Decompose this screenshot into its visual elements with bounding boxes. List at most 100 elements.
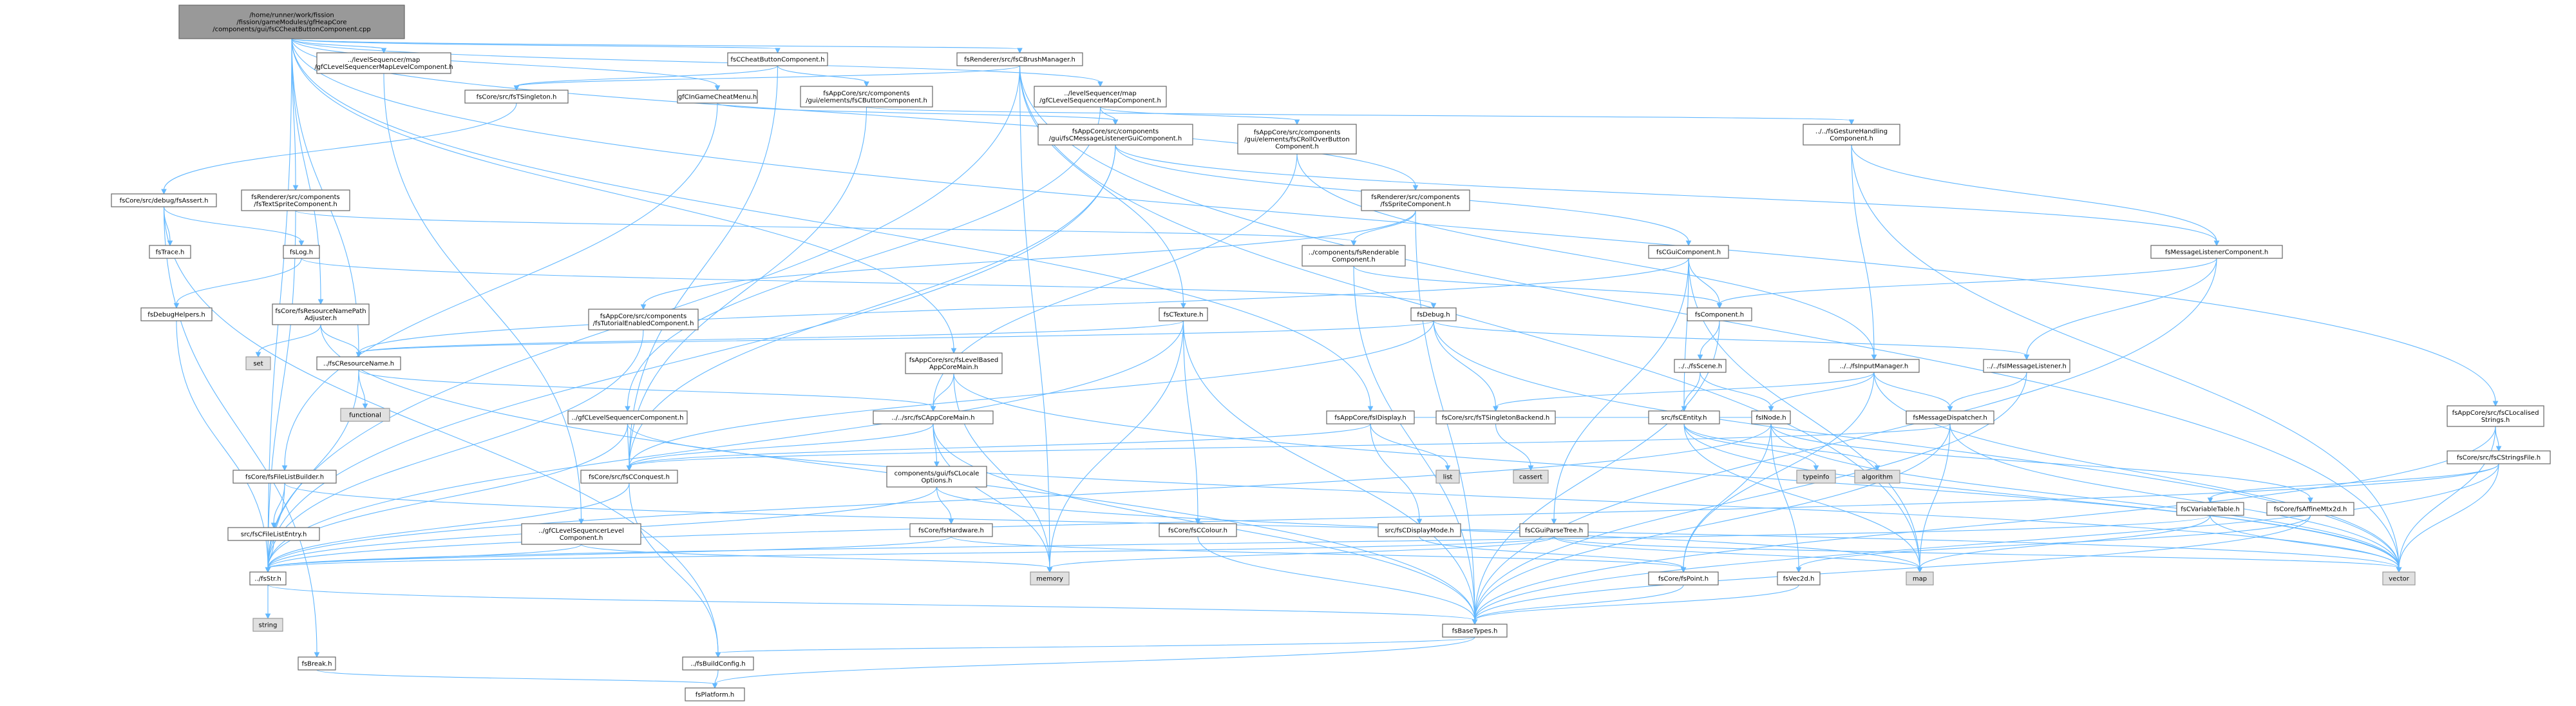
dependency-edge xyxy=(629,144,1116,467)
graph-node-appCoreMain[interactable]: ../../src/fsCAppCoreMain.h xyxy=(873,410,994,425)
graph-node-debugHelpers[interactable]: fsDebugHelpers.h xyxy=(140,307,213,321)
graph-node-node[interactable]: fsINode.h xyxy=(1751,410,1791,425)
graph-node-displayMode[interactable]: src/fsCDisplayMode.h xyxy=(1378,523,1461,537)
graph-node-baseTypes[interactable]: fsBaseTypes.h xyxy=(1442,624,1508,638)
graph-node-debugAssert[interactable]: fsCore/src/debug/fsAssert.h xyxy=(111,193,217,207)
graph-node-resName[interactable]: ../fsCResourceName.h xyxy=(316,356,401,370)
dependency-edge xyxy=(291,38,2496,403)
graph-node-variableTable[interactable]: fsCVariableTable.h xyxy=(2176,502,2244,516)
dependency-edge xyxy=(291,38,1021,50)
graph-node-scene[interactable]: ../../fsScene.h xyxy=(1674,359,1727,373)
node-box xyxy=(2150,245,2283,259)
graph-node-display[interactable]: fsAppCore/fsIDisplay.h xyxy=(1326,410,1415,425)
graph-node-singleton[interactable]: fsCore/src/fsTSingleton.h xyxy=(464,90,569,104)
dependency-edge xyxy=(1770,423,1799,569)
graph-node-hardware[interactable]: fsCore/fsHardware.h xyxy=(909,523,993,537)
graph-node-inputMgr[interactable]: ../../fsInputManager.h xyxy=(1828,359,1920,373)
graph-node-mapLevel[interactable]: ../levelSequencer/map/gfCLevelSequencerM… xyxy=(314,52,453,74)
dependency-edge xyxy=(1197,536,1475,621)
node-label: ../../fsIMessageListener.h xyxy=(1987,363,2067,370)
graph-node-buttonComp[interactable]: fsAppCore/src/components/gui/elements/fs… xyxy=(800,86,933,108)
graph-node-textSprite[interactable]: fsRenderer/src/components/fsTextSpriteCo… xyxy=(241,189,350,211)
graph-node-point[interactable]: fsCore/fsPoint.h xyxy=(1648,571,1719,586)
graph-node-seqComp[interactable]: ../gfCLevelSequencerComponent.h xyxy=(567,410,688,425)
graph-node-cheatBtn[interactable]: fsCCheatButtonComponent.h xyxy=(727,52,828,66)
dependency-edge-arrowhead xyxy=(270,522,277,529)
graph-node-break[interactable]: fsBreak.h xyxy=(298,656,336,671)
graph-node-affineMtx[interactable]: fsCore/fsAffineMtx2d.h xyxy=(2266,502,2354,516)
dependency-edge-arrowhead xyxy=(626,465,632,472)
graph-node-root[interactable]: /home/runner/work/fission/fission/gameMo… xyxy=(178,5,405,39)
graph-node-fileListEntry[interactable]: src/fsCFileListEntry.h xyxy=(227,527,320,541)
node-box xyxy=(1237,124,1357,155)
node-box xyxy=(1030,571,1070,586)
graph-node-typeinfo: typeinfo xyxy=(1796,470,1836,484)
node-box xyxy=(1410,307,1457,321)
graph-node-trace[interactable]: fsTrace.h xyxy=(149,245,191,259)
graph-node-msgListener[interactable]: ../../fsIMessageListener.h xyxy=(1983,359,2070,373)
graph-node-str[interactable]: ../fsStr.h xyxy=(249,571,287,586)
dependency-edge-arrowhead xyxy=(1444,465,1451,472)
graph-node-msgListenerGui[interactable]: fsAppCore/src/components/gui/fsCMessageL… xyxy=(1037,124,1193,146)
graph-node-brushMgr[interactable]: fsRenderer/src/fsCBrushManager.h xyxy=(956,52,1083,66)
graph-node-msgListenerComp[interactable]: fsMessageListenerComponent.h xyxy=(2150,245,2283,259)
node-label: /gui/fsCMessageListenerGuiComponent.h xyxy=(1049,135,1182,142)
graph-node-debug[interactable]: fsDebug.h xyxy=(1410,307,1457,321)
dependency-edge-arrowhead xyxy=(355,352,362,358)
node-label: fsCore/fsCColour.h xyxy=(1168,528,1227,535)
dependency-edge-arrowhead xyxy=(1680,567,1687,573)
graph-node-log[interactable]: fsLog.h xyxy=(283,245,320,259)
node-box xyxy=(272,303,370,325)
dependency-edge xyxy=(717,102,1116,121)
dependency-edge-arrowhead xyxy=(1874,465,1880,472)
graph-node-entity[interactable]: src/fsCEntity.h xyxy=(1648,410,1720,425)
graph-node-inGameCheat[interactable]: gfCInGameCheatMenu.h xyxy=(677,90,758,104)
graph-node-component[interactable]: fsComponent.h xyxy=(1687,307,1752,321)
node-box xyxy=(252,618,283,632)
graph-node-mapComp[interactable]: ../levelSequencer/map/gfCLevelSequencerM… xyxy=(1034,86,1167,108)
graph-node-tutorial[interactable]: fsAppCore/src/components/fsTutorialEnabl… xyxy=(588,309,699,330)
graph-node-singletonBackend[interactable]: fsCore/src/fsTSingletonBackend.h xyxy=(1435,410,1556,425)
dependency-edge xyxy=(267,536,1555,569)
dependency-edge xyxy=(316,669,715,685)
dependency-edge xyxy=(777,65,867,83)
node-label: ../../fsInputManager.h xyxy=(1840,363,1909,370)
dependency-edge xyxy=(1553,536,2400,569)
graph-node-guiParseTree[interactable]: fsCGuiParseTree.h xyxy=(1519,523,1589,537)
node-box xyxy=(956,52,1083,66)
node-label: fsCore/src/fsCStringsFile.h xyxy=(2457,455,2541,462)
graph-node-vec2d[interactable]: fsVec2d.h xyxy=(1777,571,1821,586)
node-label: ../../fsScene.h xyxy=(1678,363,1722,370)
node-label: fsTrace.h xyxy=(156,249,185,256)
graph-node-memory: memory xyxy=(1030,571,1070,586)
dependency-edge xyxy=(1353,210,1416,242)
dependency-edge xyxy=(1019,65,1050,569)
graph-node-conquest[interactable]: fsCore/src/fsCConquest.h xyxy=(580,470,678,484)
graph-node-string: string xyxy=(252,618,283,632)
graph-node-msgDispatcher[interactable]: fsMessageDispatcher.h xyxy=(1906,410,1994,425)
graph-node-platform[interactable]: fsPlatform.h xyxy=(685,687,745,701)
node-label: fsCVariableTable.h xyxy=(2181,506,2240,513)
node-label: fsCore/fsHardware.h xyxy=(918,528,984,535)
node-label: /fsTutorialEnabledComponent.h xyxy=(593,320,694,327)
graph-node-spriteComp[interactable]: fsRenderer/src/components/fsSpriteCompon… xyxy=(1361,189,1470,211)
node-label: /home/runner/work/fission xyxy=(249,12,334,19)
graph-node-buildConfig[interactable]: ../fsBuildConfig.h xyxy=(682,656,754,671)
graph-node-texture[interactable]: fsCTexture.h xyxy=(1159,307,1208,321)
graph-node-stringsFile[interactable]: fsCore/src/fsCStringsFile.h xyxy=(2447,450,2551,464)
dependency-edge xyxy=(176,258,302,305)
graph-node-rollOver[interactable]: fsAppCore/src/components/gui/elements/fs… xyxy=(1237,124,1357,155)
graph-node-guiComp[interactable]: fsCGuiComponent.h xyxy=(1648,245,1729,259)
node-box xyxy=(677,90,758,104)
node-box xyxy=(2447,405,2544,427)
node-label: functional xyxy=(349,412,381,419)
graph-node-colour[interactable]: fsCore/fsCColour.h xyxy=(1159,523,1237,537)
graph-node-fileList[interactable]: fsCore/fsFileListBuilder.h xyxy=(232,470,337,484)
